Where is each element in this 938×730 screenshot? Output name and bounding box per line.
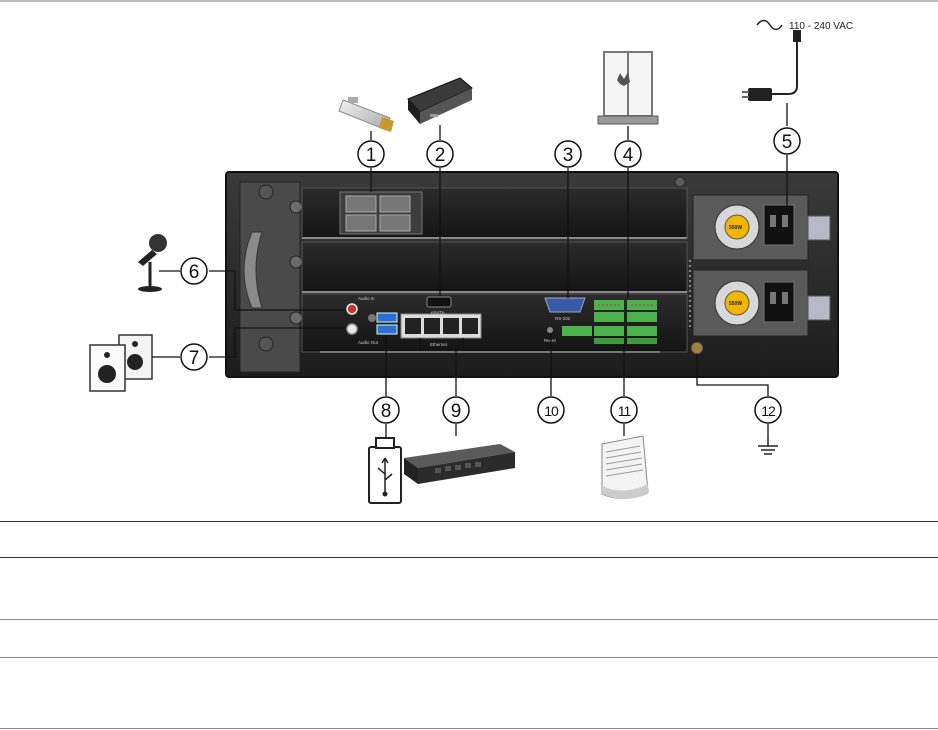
callout-3: 3 [554,140,582,168]
power-voltage-label: 110 - 240 VAC [789,21,853,32]
external-drive-picture [407,77,473,124]
usb-stick-icon [368,437,402,504]
callout-5: 5 [773,127,801,155]
callout-4-number: 4 [623,145,634,166]
audio-in-label: Audio In [358,296,375,301]
sfp-module-picture [338,97,394,132]
callout-6: 6 [180,257,208,285]
rs232-port: RS-232 [544,297,586,321]
microphone-icon [138,234,167,292]
esata-port: eSATA [426,296,452,315]
callout-11-number: 11 [618,403,632,419]
table-bottom-rule [0,728,938,729]
ground-icon [758,436,778,455]
reset-label: Reset [544,338,557,343]
usb-ports [376,312,398,335]
callout-5-number: 5 [782,132,793,153]
callout-1-number: 1 [366,145,377,166]
table-top-rule [0,521,938,522]
ac-wave-icon [756,19,783,31]
table-row-rule [0,657,938,658]
leader-lines [152,103,788,437]
psu-top-rating: 550W [729,225,742,231]
callout-10-number: 10 [544,403,559,419]
power-supplies: 550W 550W [689,194,831,337]
callout-9-number: 9 [451,401,462,422]
power-cord-picture: 110 - 240 VAC [742,19,853,101]
psu-bottom-rating: 550W [729,301,742,307]
reset-button: Reset [544,327,557,343]
rs232-label: RS-232 [555,316,571,321]
dvr-chassis: Audio In Audio Out Ethernet eSATA RS-232 [225,171,839,378]
network-switch-picture [404,444,515,484]
callout-2: 2 [426,140,454,168]
callout-1: 1 [357,140,385,168]
callout-8-number: 8 [381,401,392,422]
window-picture [597,51,659,125]
callout-7-number: 7 [189,348,200,369]
ethernet-label: Ethernet [430,342,448,347]
alarm-terminals [562,300,657,344]
esata-label: eSATA [431,310,445,315]
audio-jacks: Audio In Audio Out [346,296,379,345]
callout-7: 7 [180,343,208,371]
callout-12-number: 12 [761,403,776,419]
audio-out-label: Audio Out [358,340,379,345]
callout-9: 9 [442,396,470,424]
callout-11: 11 [610,396,638,424]
callout-2-number: 2 [435,145,446,166]
callout-8: 8 [372,396,400,424]
ground-screw [690,341,704,355]
alarm-siren-picture [601,435,649,499]
callout-10: 10 [537,396,565,424]
callout-3-number: 3 [563,145,574,166]
table-row-rule [0,619,938,620]
table-header-rule [0,557,938,558]
callout-6-number: 6 [189,262,200,283]
sfp-ports [339,191,423,235]
ethernet-ports: Ethernet [400,313,482,347]
callout-4: 4 [614,140,642,168]
callout-12: 12 [754,396,782,424]
speakers-icon [89,334,153,392]
